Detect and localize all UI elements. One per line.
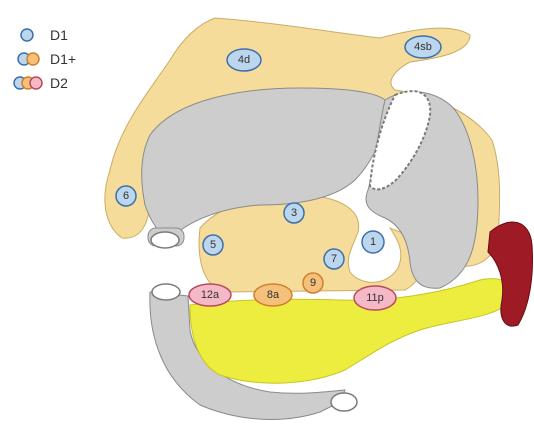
node-12a: 12a — [189, 284, 231, 306]
node-4d-label: 4d — [238, 54, 250, 66]
d1plus-marker-icon-b — [27, 53, 39, 65]
legend-label-d1plus: D1+ — [50, 51, 76, 67]
node-11p: 11p — [354, 286, 396, 310]
node-9: 9 — [303, 273, 323, 293]
node-8a-label: 8a — [267, 289, 280, 301]
node-6: 6 — [116, 186, 136, 206]
node-4d: 4d — [227, 49, 261, 71]
node-3-label: 3 — [291, 207, 297, 219]
pancreas — [190, 279, 511, 384]
node-4sb-label: 4sb — [414, 41, 432, 53]
d2-marker-icon-c — [30, 77, 42, 89]
legend-item-d1plus: D1+ — [18, 51, 76, 67]
duodenum-opening-upper — [152, 284, 180, 300]
node-4sb: 4sb — [405, 36, 441, 58]
node-12a-label: 12a — [201, 289, 220, 301]
node-8a: 8a — [254, 284, 292, 306]
node-5: 5 — [203, 235, 223, 255]
legend-item-d1: D1 — [21, 27, 68, 43]
node-7-label: 7 — [331, 253, 337, 265]
node-7: 7 — [324, 249, 344, 269]
node-1: 1 — [362, 231, 384, 253]
node-6-label: 6 — [123, 190, 129, 202]
legend-label-d1: D1 — [50, 27, 68, 43]
node-11p-label: 11p — [366, 292, 384, 304]
d1-marker-icon — [21, 29, 33, 41]
node-3: 3 — [284, 203, 304, 223]
node-9-label: 9 — [310, 277, 316, 289]
node-1-label: 1 — [370, 236, 376, 248]
legend-label-d2: D2 — [50, 75, 68, 91]
legend: D1 D1+ D2 — [14, 27, 76, 91]
node-5-label: 5 — [210, 239, 216, 251]
duodenum-opening-lower — [331, 393, 357, 411]
legend-item-d2: D2 — [14, 75, 68, 91]
esophagus-opening — [151, 232, 179, 248]
